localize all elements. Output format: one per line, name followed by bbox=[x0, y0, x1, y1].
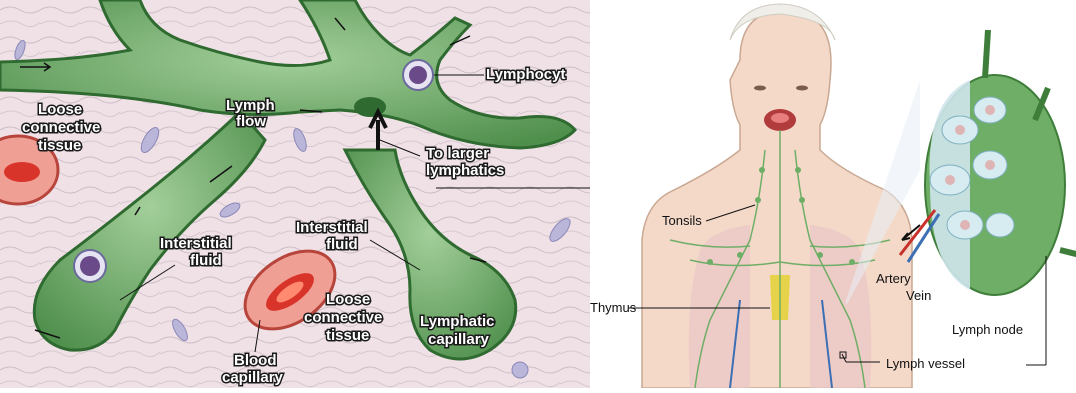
lymphatic-capillary-illustration: Lymphocyt Lymph flow Loose connective ti… bbox=[0, 0, 590, 388]
label-to-larger-line1: To larger bbox=[426, 145, 489, 162]
label-artery: Artery bbox=[876, 271, 911, 286]
label-interstitial-mid-line1: Interstitial bbox=[296, 219, 368, 236]
label-to-larger-line2: lymphatics bbox=[426, 162, 504, 179]
label-loose-ct-mid-line3: tissue bbox=[326, 327, 369, 344]
label-lymph-vessel: Lymph vessel bbox=[886, 356, 965, 371]
label-interstitial-left-line1: Interstitial bbox=[160, 235, 232, 252]
lymphatic-system-svg: Tonsils Thymus Artery Vein Lymph node Ly… bbox=[590, 0, 1076, 388]
lymphatic-capillary-svg: Lymphocyt Lymph flow Loose connective ti… bbox=[0, 0, 590, 388]
label-loose-ct-mid-line1: Loose bbox=[326, 291, 370, 308]
label-loose-ct-left-line2: connective bbox=[22, 119, 100, 136]
label-loose-ct-left-line3: tissue bbox=[38, 137, 81, 154]
label-blood-capillary-line2: capillary bbox=[222, 369, 284, 386]
label-loose-ct-mid-line2: connective bbox=[304, 309, 382, 326]
label-lymphocyte: Lymphocyt bbox=[486, 66, 565, 83]
label-interstitial-mid-line2: fluid bbox=[326, 236, 358, 253]
label-interstitial-left-line2: fluid bbox=[190, 252, 222, 269]
lymphatic-system-illustration: Tonsils Thymus Artery Vein Lymph node Ly… bbox=[590, 0, 1076, 388]
label-lymphatic-capillary-line1: Lymphatic bbox=[420, 313, 494, 330]
label-lymphatic-capillary-line2: capillary bbox=[428, 331, 490, 348]
label-lymph-flow-line1: Lymph bbox=[226, 97, 275, 114]
label-tonsils: Tonsils bbox=[662, 213, 702, 228]
label-vein: Vein bbox=[906, 288, 931, 303]
label-blood-capillary-line1: Blood bbox=[234, 352, 277, 369]
label-lymph-flow-line2: flow bbox=[236, 113, 266, 130]
label-lymph-node: Lymph node bbox=[952, 322, 1023, 337]
label-loose-ct-left-line1: Loose bbox=[38, 101, 82, 118]
label-thymus: Thymus bbox=[590, 300, 637, 315]
